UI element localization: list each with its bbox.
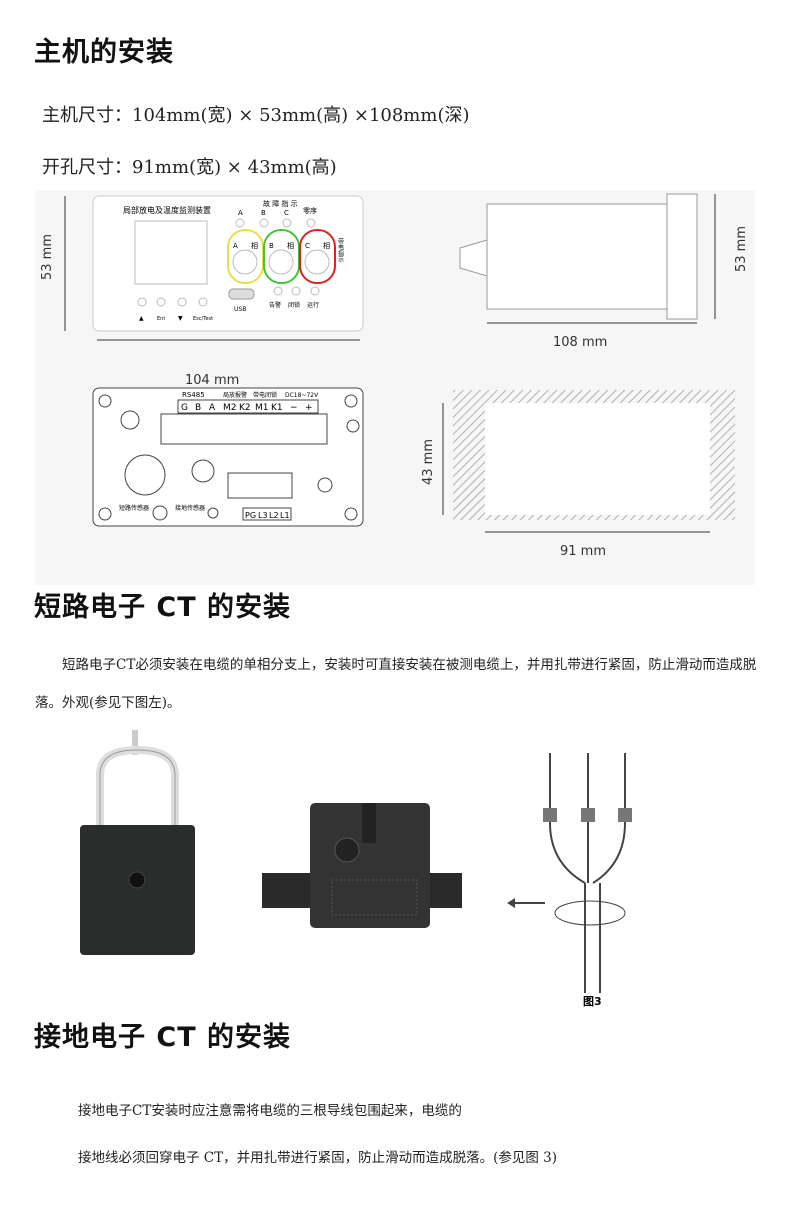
svg-text:Ent: Ent (157, 316, 165, 322)
svg-text:91 mm: 91 mm (560, 544, 606, 559)
svg-text:L3: L3 (258, 511, 268, 520)
svg-text:B: B (261, 209, 266, 217)
ground-ct-paragraph-line1: 接地电子CT安装时应注意需将电缆的三根导线包围起来，电缆的 (78, 1103, 462, 1119)
section-title-host: 主机的安装 (34, 37, 174, 68)
svg-text:G: G (181, 403, 188, 413)
host-dimension-figure: 局部放电及温度监测装置 故 障 指 示 A B C 零序 A 相 B 相 C 相 带电… (35, 190, 755, 585)
svg-text:闭锁: 闭锁 (288, 301, 300, 309)
svg-text:43 mm: 43 mm (421, 439, 436, 485)
svg-text:相: 相 (287, 241, 294, 250)
svg-text:相: 相 (251, 241, 258, 250)
svg-text:告警: 告警 (269, 301, 281, 309)
svg-text:故 障 指 示: 故 障 指 示 (263, 199, 298, 208)
short-circuit-ct-photo (80, 730, 195, 955)
svg-text:PG: PG (245, 511, 256, 520)
svg-text:53 mm: 53 mm (734, 226, 749, 272)
svg-text:B: B (195, 403, 201, 413)
svg-text:▼: ▼ (178, 315, 183, 322)
svg-text:53 mm: 53 mm (40, 234, 55, 280)
svg-text:A: A (209, 403, 216, 413)
cutout-size-text: 开孔尺寸：91mm(宽) × 43mm(高) (42, 157, 337, 178)
svg-text:−: − (290, 403, 298, 413)
svg-text:+: + (305, 403, 313, 413)
svg-text:108 mm: 108 mm (553, 335, 607, 350)
host-size-text: 主机尺寸：104mm(宽) × 53mm(高) ×108mm(深) (42, 105, 470, 126)
svg-text:RS485: RS485 (182, 391, 205, 399)
svg-text:接地传感器: 接地传感器 (175, 504, 205, 512)
svg-text:DC18~72V: DC18~72V (285, 392, 319, 399)
section-title-short-ct: 短路电子 CT 的安装 (34, 592, 292, 623)
svg-text:K2: K2 (239, 403, 251, 413)
ground-ct-photo (262, 803, 462, 928)
svg-text:L2: L2 (269, 511, 279, 520)
ground-ct-paragraph-line2: 接地线必须回穿电子 CT，并用扎带进行紧固，防止滑动而造成脱落。(参见图 3) (78, 1150, 558, 1166)
figure3-installation-drawing: 图3 (507, 753, 632, 1008)
svg-text:带电指示: 带电指示 (337, 237, 344, 262)
svg-text:C: C (284, 209, 289, 217)
svg-text:运行: 运行 (307, 301, 319, 309)
short-ct-paragraph: 短路电子CT必须安装在电缆的单相分支上，安装时可直接安装在被测电缆上，并用扎带进… (35, 657, 757, 711)
svg-text:B: B (269, 242, 274, 250)
svg-text:104 mm: 104 mm (185, 373, 239, 388)
svg-text:Esc/Test: Esc/Test (193, 316, 213, 322)
front-panel-drawing: 局部放电及温度监测装置 故 障 指 示 A B C 零序 A 相 B 相 C 相 带电… (92, 195, 364, 332)
svg-text:短路传感器: 短路传感器 (119, 504, 149, 512)
svg-text:▲: ▲ (139, 315, 144, 322)
svg-text:零序: 零序 (303, 206, 317, 215)
svg-text:局放报警: 局放报警 (223, 391, 247, 399)
section-title-ground-ct: 接地电子 CT 的安装 (34, 1022, 292, 1053)
svg-text:带电闭锁: 带电闭锁 (253, 391, 277, 399)
svg-text:A: A (233, 242, 238, 250)
svg-text:相: 相 (323, 241, 330, 250)
svg-text:L1: L1 (280, 511, 290, 520)
svg-text:C: C (305, 242, 310, 250)
svg-text:M1: M1 (255, 403, 269, 413)
svg-text:M2: M2 (223, 403, 237, 413)
svg-text:USB: USB (234, 306, 246, 313)
svg-text:A: A (238, 209, 243, 217)
svg-text:K1: K1 (271, 403, 283, 413)
svg-text:图3: 图3 (583, 995, 602, 1008)
svg-text:局部放电及温度监测装置: 局部放电及温度监测装置 (123, 205, 211, 215)
